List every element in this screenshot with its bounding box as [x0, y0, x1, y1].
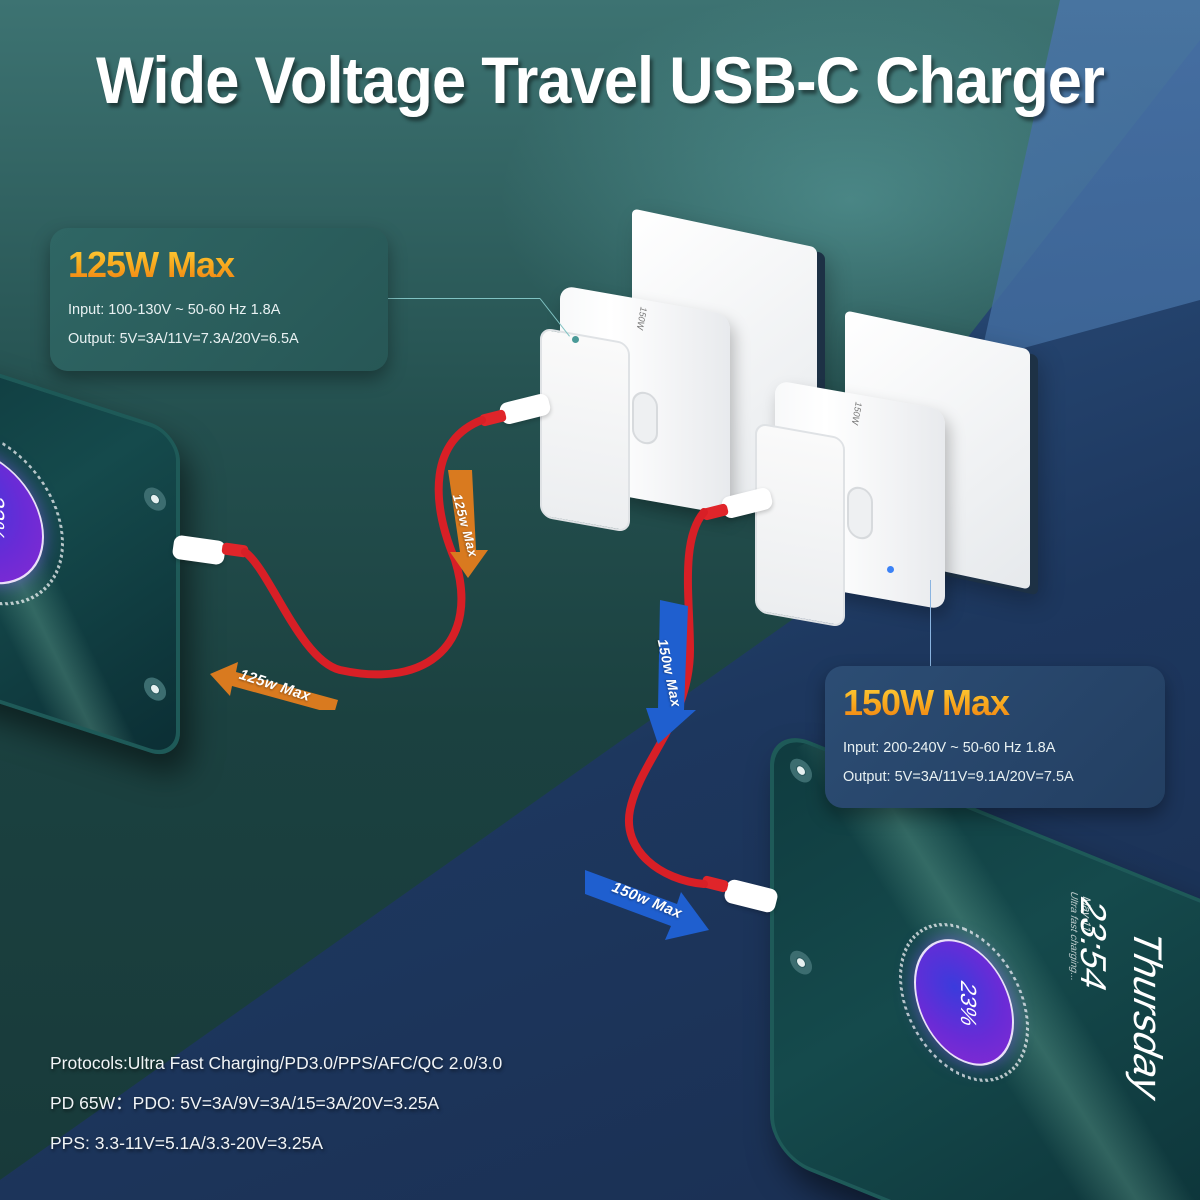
protocols-line: Protocols:Ultra Fast Charging/PD3.0/PPS/…: [50, 1053, 503, 1073]
leader-line-150w: [930, 580, 931, 666]
spec-card-150w: 150W Max Input: 200-240V ~ 50-60 Hz 1.8A…: [825, 666, 1165, 808]
power-arrow-150w-down: 150w Max: [640, 600, 700, 745]
power-arrow-125w-down: 125w Max: [440, 470, 490, 580]
spec-heading: 125W Max: [68, 244, 370, 286]
leader-dot: [572, 336, 579, 343]
spec-input: Input: 200-240V ~ 50-60 Hz 1.8A: [843, 740, 1056, 756]
protocols-block: Protocols:Ultra Fast Charging/PD3.0/PPS/…: [50, 1043, 502, 1163]
pd-line: PD 65W：PDO: 5V=3A/9V=3A/15=3A/20V=3.25A: [50, 1093, 440, 1113]
spec-input: Input: 100-130V ~ 50-60 Hz 1.8A: [68, 302, 281, 318]
spec-heading: 150W Max: [843, 682, 1147, 724]
power-arrow-150w-right: 150w Max: [585, 860, 710, 940]
spec-output: Output: 5V=3A/11V=9.1A/20V=7.5A: [843, 769, 1074, 785]
arrow-down-icon: [448, 470, 488, 578]
spec-output: Output: 5V=3A/11V=7.3A/20V=6.5A: [68, 331, 299, 347]
page-title: Wide Voltage Travel USB-C Charger: [96, 43, 1105, 117]
power-arrow-125w-left: 125w Max: [210, 660, 340, 710]
arrow-right-icon: [585, 870, 709, 940]
arrow-left-icon: [210, 662, 338, 710]
leader-line-125w: [388, 298, 540, 299]
spec-card-125w: 125W Max Input: 100-130V ~ 50-60 Hz 1.8A…: [50, 228, 388, 371]
pps-line: PPS: 3.3-11V=5.1A/3.3-20V=3.25A: [50, 1133, 324, 1153]
leader-dot: [887, 566, 894, 573]
arrow-down-icon: [646, 600, 696, 744]
